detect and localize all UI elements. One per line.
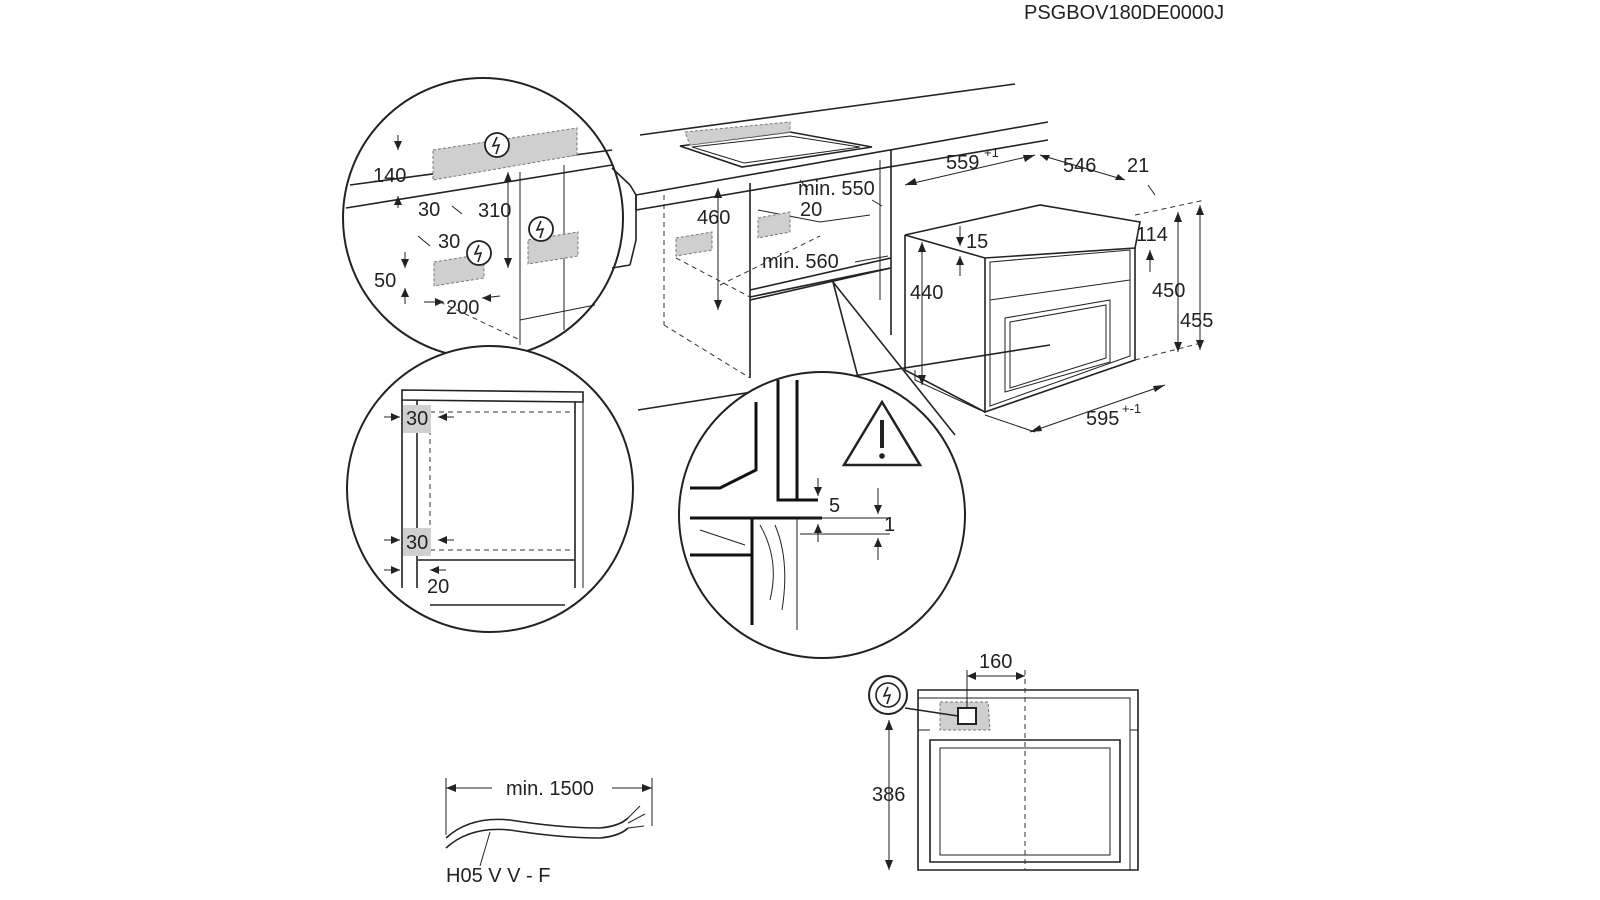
- dim-niche-min-depth: min. 560: [762, 251, 839, 273]
- dim-depth: 546: [1063, 155, 1096, 177]
- oven-perspective: 559 +1 546 21 15 440 114 450: [904, 145, 1213, 433]
- dim-gap-1: 1: [884, 514, 895, 536]
- document-code: PSGBOV180DE0000J: [1024, 2, 1224, 24]
- rear-view: 160 386: [868, 651, 1139, 871]
- dim-top-width: 559: [946, 152, 979, 174]
- cable-length: min. 1500: [506, 778, 594, 800]
- dim-front-width: 595: [1086, 408, 1119, 430]
- electrical-connection-icon: [868, 675, 908, 715]
- dim-top-gap: 15: [966, 231, 988, 253]
- dim-niche-back-gap: 20: [800, 199, 822, 221]
- dim-top-width-tol: +1: [984, 145, 999, 160]
- cabinet-scene: 460 min. 550 20 min. 560: [635, 83, 1051, 411]
- dim-front-panel: 21: [1127, 155, 1149, 177]
- dim-side-gap-bottom: 30: [406, 532, 428, 554]
- dim-front-width-tol: +-1: [1122, 401, 1141, 416]
- dim-socket-height-386: 386: [872, 784, 905, 806]
- dim-socket-offset-160: 160: [979, 651, 1012, 673]
- dim-height-455: 455: [1180, 310, 1213, 332]
- detail-socket-position: 140 30 310 30 50 200: [342, 77, 637, 359]
- detail-front-gap: 5 1: [678, 281, 966, 659]
- dim-socket-height-310: 310: [478, 200, 511, 222]
- dim-socket-side-30b: 30: [438, 231, 460, 253]
- dim-socket-width-200: 200: [446, 297, 479, 319]
- dim-niche-min-width: min. 550: [798, 178, 875, 200]
- dim-panel-top: 114: [1136, 224, 1168, 246]
- dim-body-height: 440: [910, 282, 943, 304]
- cable-type: H05 V V - F: [446, 865, 550, 887]
- detail-side-gaps: 30 30 20: [346, 345, 634, 633]
- dim-gap-5: 5: [829, 495, 840, 517]
- electrical-connection-icon: [466, 240, 492, 266]
- dim-socket-top-offset: 140: [373, 165, 406, 187]
- cable-spec: min. 1500 H05 V V - F: [445, 778, 653, 887]
- dim-niche-height: 460: [697, 207, 730, 229]
- dim-bottom-gap: 20: [427, 576, 449, 598]
- dim-side-gap-top: 30: [406, 408, 428, 430]
- warning-triangle-icon: [841, 399, 923, 467]
- dim-socket-bottom-50: 50: [374, 270, 396, 292]
- dim-height-450: 450: [1152, 280, 1185, 302]
- dim-socket-side-30: 30: [418, 199, 440, 221]
- electrical-connection-icon: [528, 216, 554, 242]
- electrical-connection-icon: [484, 132, 510, 158]
